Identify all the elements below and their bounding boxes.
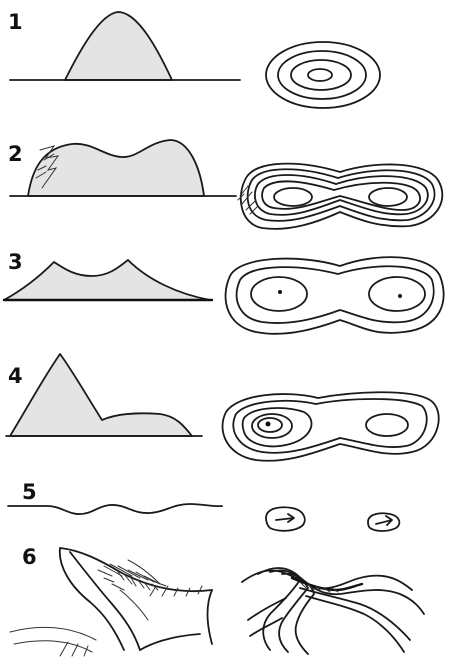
panel-label-6: 6 bbox=[22, 547, 37, 568]
panel-5-profile bbox=[8, 504, 222, 514]
panel-label-5: 5 bbox=[22, 482, 37, 503]
panel-label-3: 3 bbox=[8, 252, 23, 273]
panel-1-profile bbox=[10, 12, 240, 80]
panel-2-contours bbox=[238, 164, 442, 229]
panel-6-sketch bbox=[10, 548, 212, 656]
panel-4-profile bbox=[6, 354, 202, 436]
panel-3-profile bbox=[4, 260, 212, 300]
panel-2-profile bbox=[10, 140, 236, 196]
panel-1-contours bbox=[266, 42, 380, 108]
panel-label-4: 4 bbox=[8, 366, 23, 387]
panel-label-1: 1 bbox=[8, 12, 23, 33]
panel-6-contours bbox=[242, 568, 424, 654]
panel-label-2: 2 bbox=[8, 144, 23, 165]
panel-5-contours bbox=[266, 507, 399, 531]
panel-3-contours bbox=[226, 257, 444, 334]
panel-4-contours bbox=[223, 392, 439, 461]
